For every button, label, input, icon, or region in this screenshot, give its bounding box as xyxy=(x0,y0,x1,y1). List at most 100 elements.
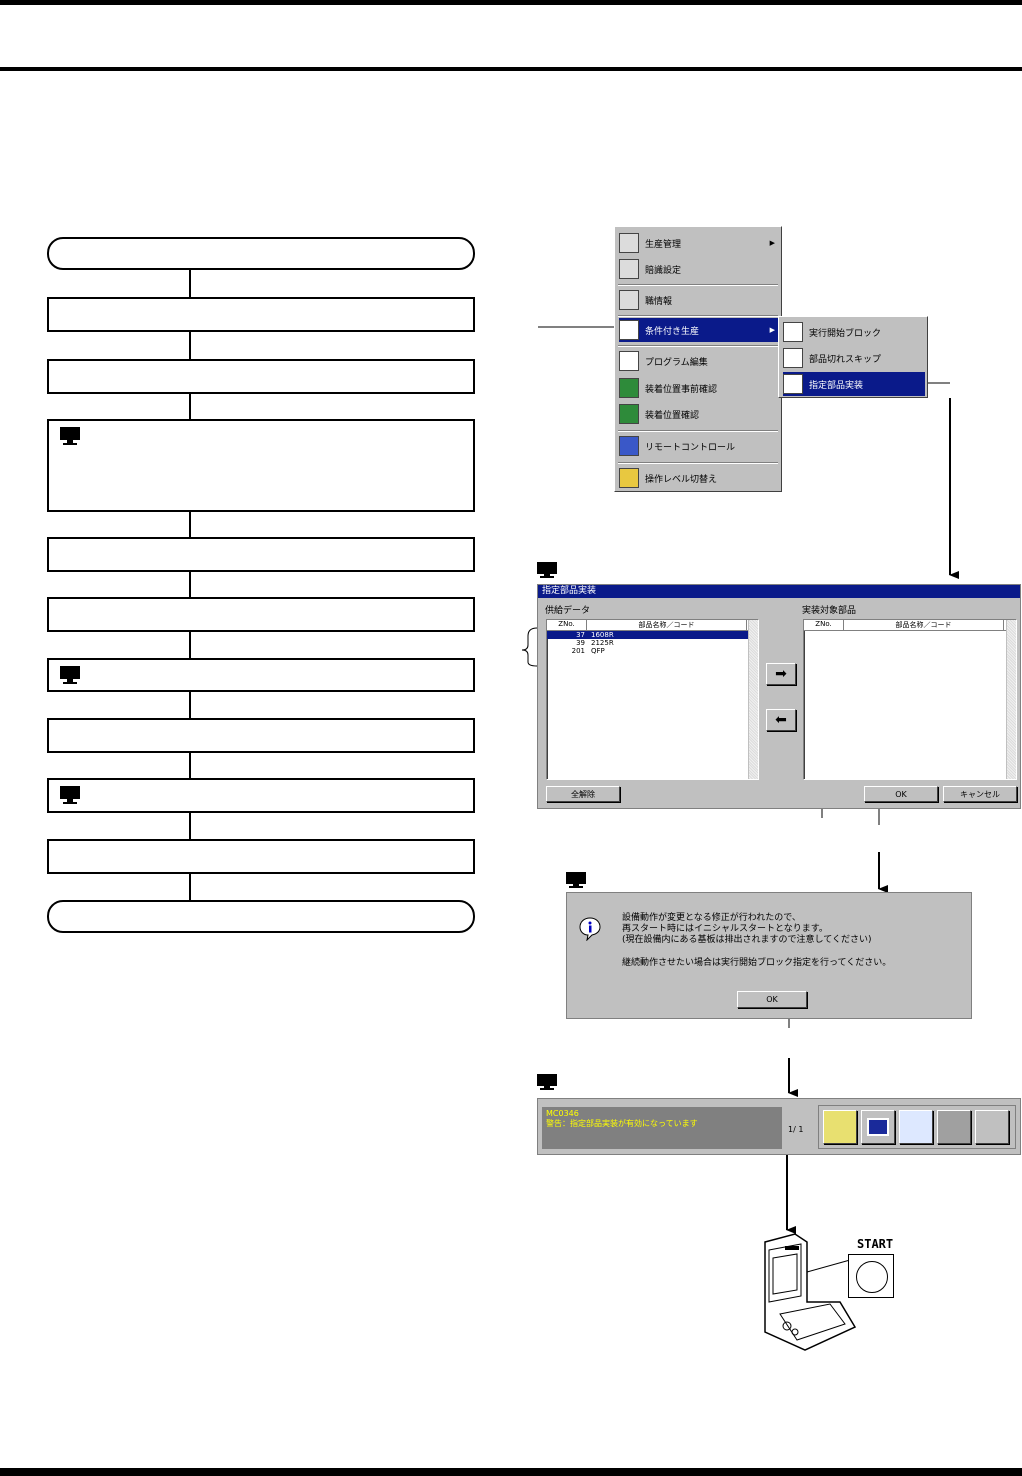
conditional-production-icon xyxy=(619,320,639,340)
menu-item-operation-level[interactable]: 操作レベル切替え xyxy=(619,466,779,490)
top-rule xyxy=(0,0,1022,5)
menu-separator xyxy=(618,462,778,464)
ok-button[interactable]: OK xyxy=(864,786,938,802)
key-icon xyxy=(619,468,639,488)
table-row[interactable]: 201 QFP xyxy=(571,647,605,655)
table-row[interactable]: 37 1608R xyxy=(547,631,758,639)
right-arrow-icon: ➡ xyxy=(775,666,787,682)
menu-item-production-mgmt[interactable]: 生産管理 ▶ xyxy=(619,231,779,255)
main-menu: 生産管理 ▶ 賠識設定 職情報 条件付き生産 ▶ プログラム編集 装着位置事前確… xyxy=(614,226,782,492)
machine-icon[interactable] xyxy=(975,1110,1009,1144)
table-row[interactable]: 39 2125R xyxy=(576,639,614,647)
flow-connector xyxy=(189,813,191,839)
info-monitor-icon xyxy=(619,290,639,310)
list-header: ZNo. 部品名称／コード xyxy=(547,620,758,631)
flow-step-2 xyxy=(47,359,475,394)
remove-part-button[interactable]: ⬅ xyxy=(766,709,796,731)
status-bar: MC0346 警告：指定部品実装が有効になっています 1/ 1 xyxy=(537,1098,1021,1155)
clear-all-button[interactable]: 全解除 xyxy=(546,786,620,802)
flow-connector xyxy=(189,692,191,718)
dialog-title: 指定部品実装 xyxy=(538,585,1020,598)
bottom-rule xyxy=(0,1468,1022,1476)
transfer-icon[interactable] xyxy=(937,1110,971,1144)
flow-connector xyxy=(189,512,191,537)
sub-menu: 実行開始ブロック 部品切れスキップ 指定部品実装 xyxy=(778,316,928,398)
cancel-button[interactable]: キャンセル xyxy=(943,786,1017,802)
screen-icon[interactable] xyxy=(861,1110,895,1144)
page-indicator: 1/ 1 xyxy=(788,1125,804,1134)
program-edit-icon xyxy=(619,351,639,371)
specified-parts-dialog: 指定部品実装 供給データ 実装対象部品 ZNo. 部品名称／コード 37 160… xyxy=(537,584,1021,809)
menu-item-settings[interactable]: 賠識設定 xyxy=(619,257,779,281)
list-header: ZNo. 部品名称／コード xyxy=(804,620,1016,631)
flow-connector xyxy=(189,394,191,419)
menu-separator xyxy=(618,430,778,432)
monitor-icon xyxy=(60,666,80,684)
production-icon xyxy=(619,233,639,253)
menu-separator xyxy=(618,345,778,347)
toolbar xyxy=(818,1105,1016,1149)
start-button-frame xyxy=(848,1254,894,1298)
header-part-name: 部品名称／コード xyxy=(844,620,1004,630)
monitor-icon xyxy=(566,872,586,888)
help-icon[interactable] xyxy=(823,1110,857,1144)
monitor-icon xyxy=(537,1074,557,1090)
flow-connector xyxy=(189,874,191,900)
submenu-arrow-icon: ▶ xyxy=(769,326,775,334)
menu-item-info[interactable]: 職情報 xyxy=(619,288,779,312)
monitor-icon xyxy=(60,786,80,804)
monitor-icon xyxy=(537,562,557,578)
flow-step-3 xyxy=(47,419,475,512)
header-zno: ZNo. xyxy=(804,620,844,630)
flow-connector xyxy=(189,572,191,597)
menu-item-remote-control[interactable]: リモートコントロール xyxy=(619,434,779,458)
menu-item-conditional-production[interactable]: 条件付き生産 ▶ xyxy=(619,318,779,342)
flow-step-4 xyxy=(47,537,475,572)
start-button[interactable] xyxy=(856,1261,888,1293)
info-icon xyxy=(579,917,601,941)
submenu-item-specified-parts[interactable]: 指定部品実装 xyxy=(783,372,925,396)
submenu-item-shortage-skip[interactable]: 部品切れスキップ xyxy=(783,346,925,370)
operator-icon[interactable] xyxy=(899,1110,933,1144)
flow-connector xyxy=(189,632,191,658)
start-block-icon xyxy=(783,322,803,342)
submenu-arrow-icon: ▶ xyxy=(769,239,775,247)
menu-item-pre-position-check[interactable]: 装着位置事前確認 xyxy=(619,376,779,400)
target-parts-label: 実装対象部品 xyxy=(802,606,857,616)
flow-step-6 xyxy=(47,658,475,692)
flow-start-terminal xyxy=(47,237,475,270)
remote-control-icon xyxy=(619,436,639,456)
flow-step-5 xyxy=(47,597,475,632)
flow-step-1 xyxy=(47,297,475,332)
target-parts-list[interactable]: ZNo. 部品名称／コード xyxy=(803,619,1017,780)
flow-step-8 xyxy=(47,778,475,813)
specified-parts-icon xyxy=(783,374,803,394)
menu-item-position-check[interactable]: 装着位置確認 xyxy=(619,402,779,426)
list-scrollbar[interactable] xyxy=(1006,620,1016,779)
header-rule xyxy=(0,67,1022,71)
submenu-item-start-block[interactable]: 実行開始ブロック xyxy=(783,320,925,344)
header-zno: ZNo. xyxy=(547,620,587,630)
start-label: START xyxy=(857,1237,894,1251)
flow-connector xyxy=(189,753,191,778)
settings-icon xyxy=(619,259,639,279)
info-dialog: 設備動作が変更となる修正が行われたので、 再スタート時にはイニシャルスタートとな… xyxy=(566,892,972,1019)
flow-step-7 xyxy=(47,718,475,753)
flow-end-terminal xyxy=(47,900,475,933)
list-scrollbar[interactable] xyxy=(748,620,758,779)
info-ok-button[interactable]: OK xyxy=(737,991,807,1008)
board-check-icon xyxy=(619,378,639,398)
menu-separator xyxy=(618,315,778,317)
info-message: 設備動作が変更となる修正が行われたので、 再スタート時にはイニシャルスタートとな… xyxy=(622,913,892,968)
flow-step-9 xyxy=(47,839,475,874)
menu-separator xyxy=(618,284,778,286)
machine-illustration xyxy=(764,1233,857,1351)
menu-item-program-edit[interactable]: プログラム編集 xyxy=(619,349,779,373)
header-part-name: 部品名称／コード xyxy=(587,620,747,630)
add-part-button[interactable]: ➡ xyxy=(766,663,796,685)
flow-connector xyxy=(189,270,191,297)
flow-connector xyxy=(189,332,191,359)
monitor-icon xyxy=(60,427,80,445)
supply-data-list[interactable]: ZNo. 部品名称／コード 37 1608R 39 2125R 201 QFP xyxy=(546,619,759,780)
board-icon xyxy=(619,404,639,424)
